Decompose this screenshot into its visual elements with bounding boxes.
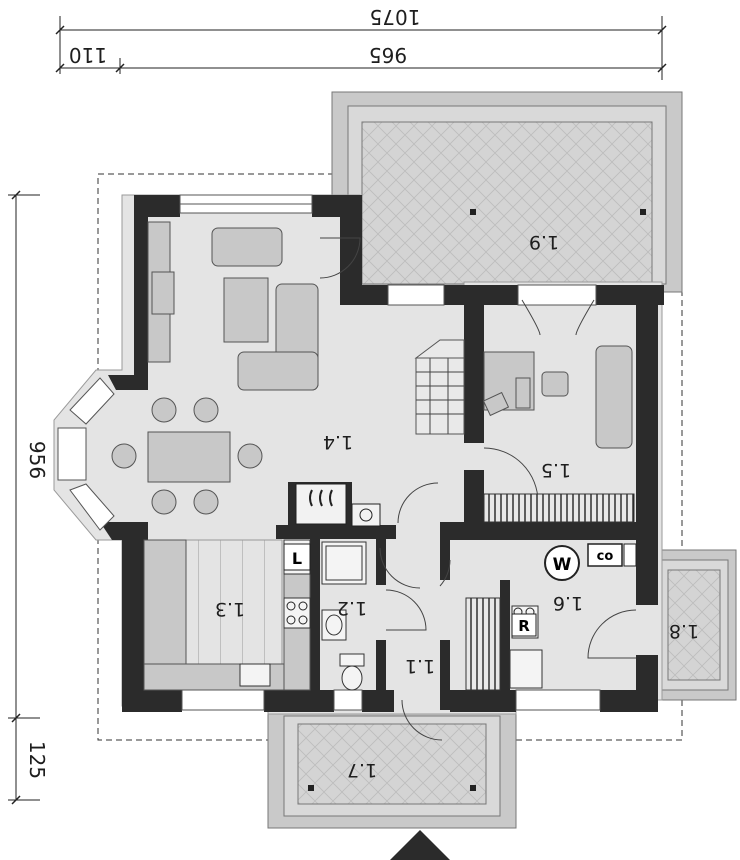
utility-fixtures <box>509 543 637 689</box>
washer-label: W <box>553 555 572 575</box>
wardrobe-1-5 <box>483 493 635 523</box>
dim-top-main: 965 <box>369 43 407 67</box>
staircase <box>414 339 465 435</box>
terrace-top <box>331 91 683 293</box>
porch-front <box>267 707 517 860</box>
wardrobe-1-6 <box>465 597 501 691</box>
dim-top-total: 1075 <box>370 5 421 29</box>
room-1-7: 1.7 <box>347 759 377 781</box>
dryer-label: R <box>518 617 530 635</box>
dryer-box <box>511 613 537 637</box>
dimension-lines <box>8 16 667 805</box>
fridge-label: L <box>292 549 302 568</box>
room-1-8: 1.8 <box>669 620 699 642</box>
windows <box>57 194 601 711</box>
room-1-2: 1.2 <box>337 597 367 619</box>
porch-side <box>655 549 737 701</box>
room-1-4: 1.4 <box>323 431 353 453</box>
fridge-box <box>283 543 311 571</box>
dim-top-left: 110 <box>69 43 107 67</box>
office-furniture <box>482 345 633 449</box>
room-1-3: 1.3 <box>215 598 245 620</box>
room-1-1: 1.1 <box>405 655 435 677</box>
living-furniture <box>111 221 381 527</box>
room-1-6: 1.6 <box>553 592 583 614</box>
boiler-label: CO <box>597 549 614 564</box>
dim-side-main: 956 <box>25 441 49 479</box>
bathroom-fixtures <box>321 541 367 691</box>
dim-side-bottom: 125 <box>25 741 49 779</box>
door-swings <box>319 237 637 741</box>
room-1-9: 1.9 <box>529 231 559 253</box>
room-1-5: 1.5 <box>541 459 571 481</box>
